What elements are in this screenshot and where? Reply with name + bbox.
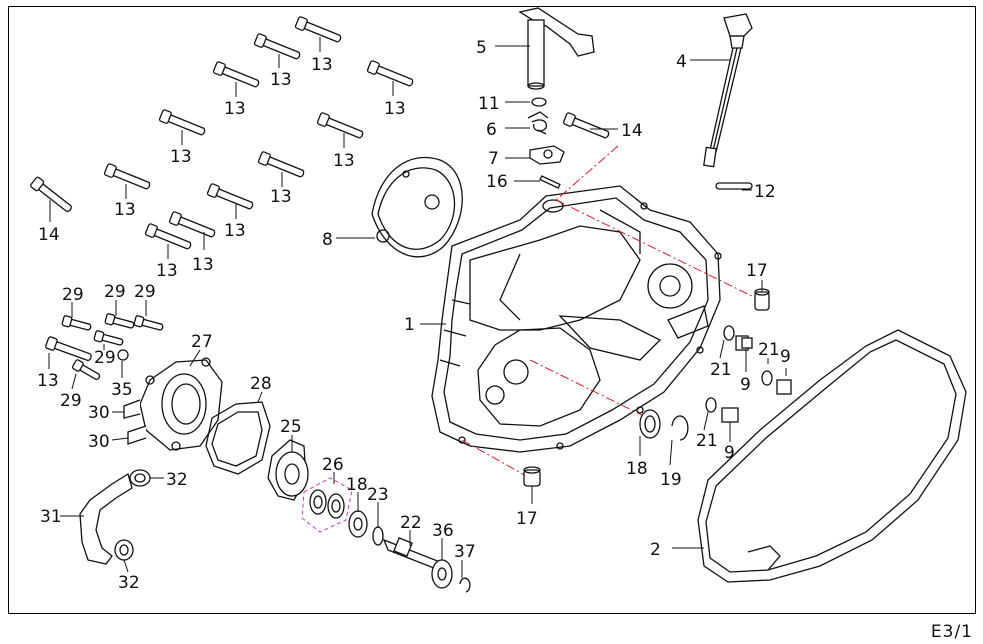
callout-13-a: 13	[311, 55, 333, 75]
callout-14-right: 14	[621, 121, 643, 141]
callout-29-a: 29	[62, 285, 84, 305]
washer-23	[372, 526, 384, 546]
circlip-37	[459, 577, 471, 593]
callout-13-k: 13	[156, 261, 178, 281]
callout-5: 5	[476, 38, 487, 58]
callout-6: 6	[486, 120, 497, 140]
callout-9-c: 9	[724, 443, 735, 463]
bolt-leaders	[48, 37, 618, 390]
cover-plate	[371, 156, 463, 258]
callout-32-top: 32	[166, 470, 188, 490]
callout-18-right: 18	[626, 459, 648, 479]
circlip-19	[671, 415, 689, 441]
callout-14-left: 14	[38, 225, 60, 245]
callout-37: 37	[454, 542, 476, 562]
spring-6	[527, 111, 549, 135]
washer-bolt-leaders	[703, 339, 787, 442]
hose-clamp-32-bottom	[114, 539, 134, 561]
callout-26: 26	[322, 455, 344, 475]
callout-13-c: 13	[224, 99, 246, 119]
callout-29-d: 29	[94, 348, 116, 368]
callout-16: 16	[486, 172, 508, 192]
bearing-36	[431, 559, 453, 589]
callout-23: 23	[367, 485, 389, 505]
crankcase-cover	[431, 185, 722, 453]
callout-13-j: 13	[192, 255, 214, 275]
shift-lever-shaft	[518, 7, 595, 90]
callout-36: 36	[432, 521, 454, 541]
washer-bolt-set	[705, 325, 792, 423]
callout-30-b: 30	[88, 432, 110, 452]
seal-pair-26	[301, 477, 353, 533]
dowel-17-bottom	[523, 466, 541, 487]
callout-29-b: 29	[104, 282, 126, 302]
callout-18-left: 18	[346, 475, 368, 495]
callout-29-e: 29	[60, 391, 82, 411]
callout-13-l: 13	[37, 371, 59, 391]
washer-35	[117, 349, 129, 361]
water-pump-housing	[123, 357, 223, 451]
callout-32-bottom: 32	[118, 573, 140, 593]
assembly-centerlines	[461, 145, 761, 479]
drawing-frame	[8, 6, 976, 614]
pump-leaders	[111, 349, 201, 441]
oil-dipstick	[703, 13, 753, 168]
callout-12: 12	[754, 182, 776, 202]
callout-13-g: 13	[270, 187, 292, 207]
pump-gasket	[205, 401, 271, 475]
callout-9-b: 9	[780, 347, 791, 367]
clip-7	[529, 145, 565, 165]
coolant-hose	[79, 472, 133, 565]
callout-labels: 5 4 11 6 14 7 16 12 8 1 17 21 9 21 9 21 …	[37, 38, 791, 593]
callout-17-bottom: 17	[516, 509, 538, 529]
callout-35: 35	[111, 380, 133, 400]
callout-27: 27	[191, 332, 213, 352]
callout-21-b: 21	[758, 340, 780, 360]
dowel-17-top	[754, 288, 770, 311]
callout-13-b: 13	[270, 70, 292, 90]
callout-7: 7	[488, 149, 499, 169]
callout-11: 11	[478, 94, 500, 114]
callout-13-h: 13	[114, 200, 136, 220]
callout-1: 1	[404, 315, 415, 335]
pin-16	[539, 175, 561, 189]
page-code: E3/1	[930, 622, 973, 642]
callout-2: 2	[650, 540, 661, 560]
callout-29-c: 29	[134, 282, 156, 302]
callout-31: 31	[40, 507, 62, 527]
hose-clamp-32-top	[129, 469, 151, 487]
cover-gasket	[697, 329, 967, 583]
callout-17-top: 17	[746, 261, 768, 281]
washer-11	[531, 97, 547, 107]
callout-22: 22	[400, 513, 422, 533]
callout-13-e: 13	[170, 147, 192, 167]
callout-25: 25	[280, 417, 302, 437]
callout-30-a: 30	[88, 403, 110, 423]
callout-13-i: 13	[224, 221, 246, 241]
callout-13-d: 13	[384, 99, 406, 119]
callout-4: 4	[676, 52, 687, 72]
pin-12	[715, 182, 753, 190]
callout-28: 28	[250, 374, 272, 394]
callout-19: 19	[660, 470, 682, 490]
oil-seal-18	[639, 409, 661, 439]
callout-21-c: 21	[696, 431, 718, 451]
callout-13-f: 13	[333, 151, 355, 171]
bearing-18	[348, 510, 368, 538]
callout-8: 8	[322, 230, 333, 250]
impeller	[267, 439, 309, 501]
callout-21-a: 21	[710, 360, 732, 380]
callout-9-a: 9	[740, 375, 751, 395]
